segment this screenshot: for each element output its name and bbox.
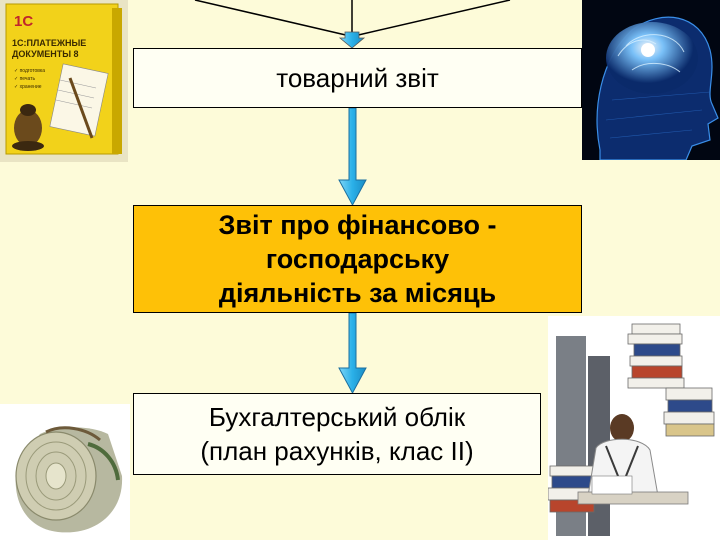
arrow-to-financial-report xyxy=(338,107,367,207)
incoming-line-left xyxy=(194,0,351,37)
software-logo: 1С xyxy=(14,13,33,30)
svg-text:ДОКУМЕНТЫ 8: ДОКУМЕНТЫ 8 xyxy=(12,49,79,59)
svg-text:✓ подготовка: ✓ подготовка xyxy=(14,68,45,74)
financial-report-label: Звіт про фінансово - господарську діяльн… xyxy=(218,210,497,308)
arrow-to-accounting xyxy=(338,312,367,395)
trade-report-box: товарний звіт xyxy=(133,48,582,108)
trade-report-label: товарний звіт xyxy=(276,62,439,93)
office-worker-image xyxy=(548,316,720,540)
arrow-into-trade-report xyxy=(338,31,366,49)
software-box-image: 1С 1С:ПЛАТЕЖНЫЕ ДОКУМЕНТЫ 8 ✓ подготовка… xyxy=(0,0,128,162)
money-roll-image xyxy=(0,404,130,540)
svg-text:✓ хранение: ✓ хранение xyxy=(14,84,42,90)
accounting-label: Бухгалтерський облік (план рахунків, кла… xyxy=(200,402,474,466)
brain-image xyxy=(582,0,720,160)
accounting-box: Бухгалтерський облік (план рахунків, кла… xyxy=(133,393,541,475)
incoming-line-right xyxy=(353,0,511,37)
financial-report-box: Звіт про фінансово - господарську діяльн… xyxy=(133,205,582,313)
svg-text:✓ печать: ✓ печать xyxy=(14,76,35,82)
svg-text:1С:ПЛАТЕЖНЫЕ: 1С:ПЛАТЕЖНЫЕ xyxy=(12,38,86,48)
